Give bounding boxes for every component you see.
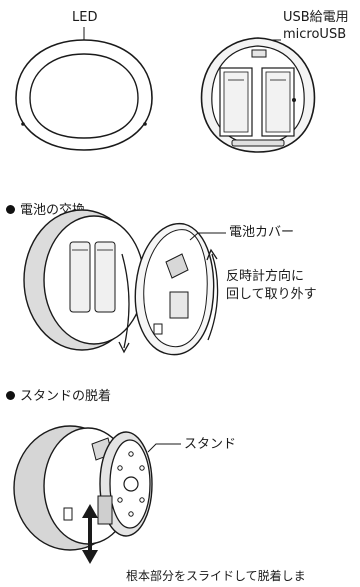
stand-section-title: スタンドの脱着 (6, 389, 111, 405)
device-front-illustration (15, 27, 153, 151)
battery-replacement-illustration (23, 209, 226, 356)
stand-instruction-text: 根本部分をスライドして脱着しま (126, 569, 306, 583)
device-back-illustration (200, 37, 316, 153)
led-label: LED (72, 10, 98, 25)
rotate-instruction-line2: 回して取り外す (226, 287, 317, 302)
usb-label-line2: microUSB (283, 27, 347, 42)
rotate-instruction-line1: 反時計方向に (226, 269, 305, 284)
usb-label-line1: USB給電用 (283, 10, 349, 25)
bullet-dot (6, 205, 15, 214)
battery-cover-label: 電池カバー (229, 225, 295, 240)
stand-label: スタンド (184, 437, 237, 452)
bullet-dot (6, 391, 15, 400)
stand-attachment-illustration (13, 425, 181, 564)
stand-section-title-text: スタンドの脱着 (20, 389, 112, 404)
